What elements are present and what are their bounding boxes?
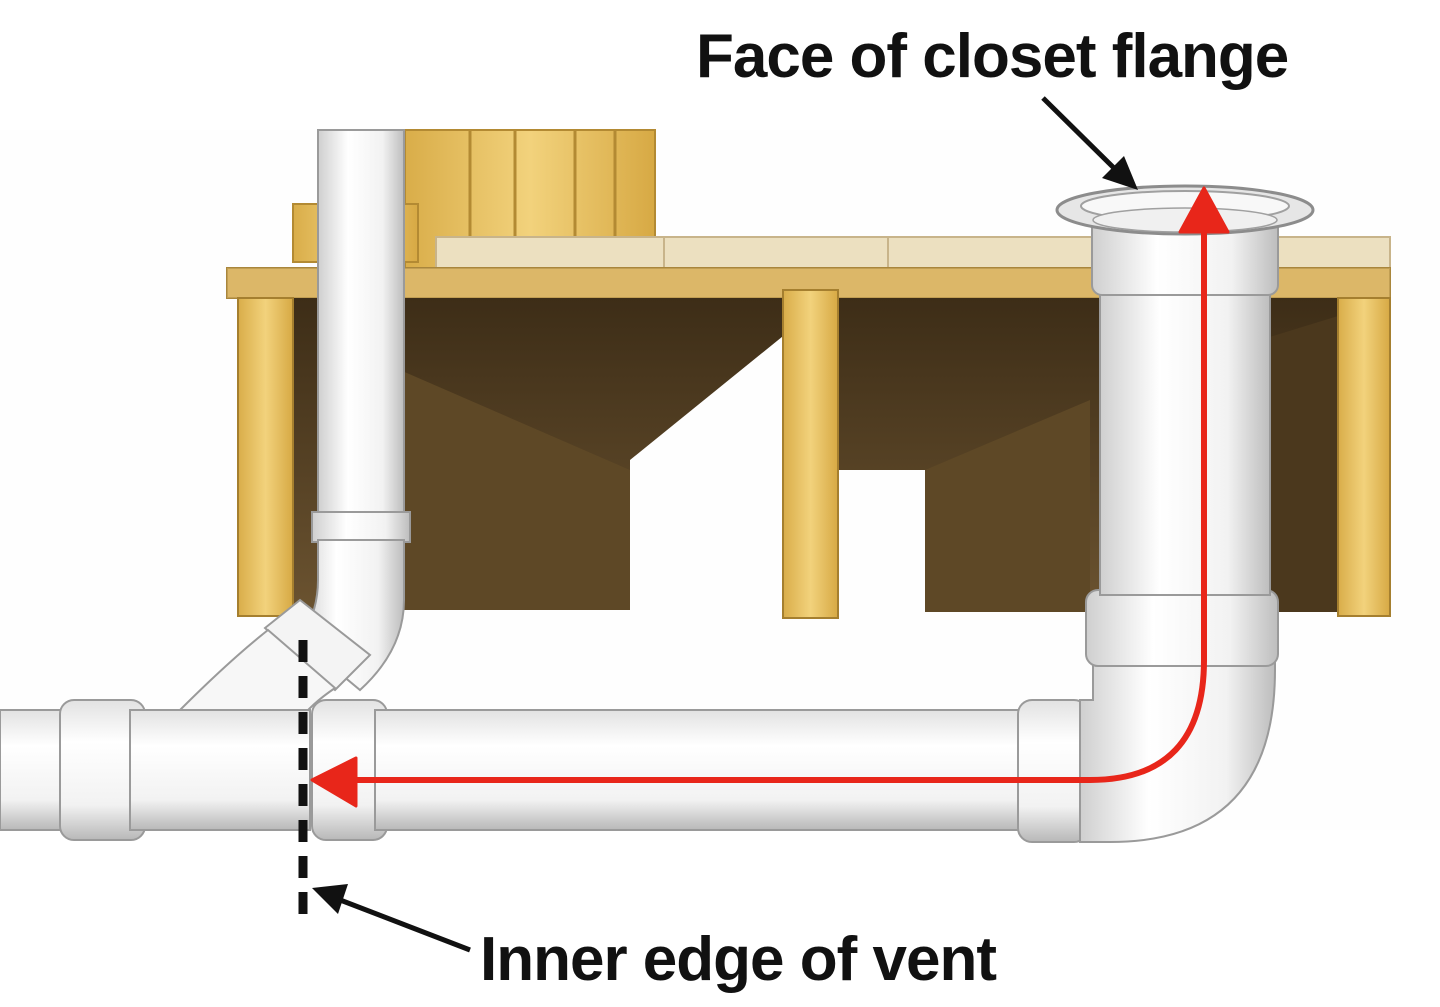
vent-edge-label: Inner edge of vent: [480, 925, 997, 994]
horizontal-drain-pipe: [0, 699, 1089, 843]
leader-arrow-bottom: [312, 884, 471, 953]
arrowhead-up: [1178, 186, 1230, 234]
closet-flange: [1055, 184, 1315, 236]
arrowhead-left: [310, 756, 358, 808]
flange-face-label: Face of closet flange: [696, 22, 1289, 91]
floor-joists: [237, 289, 1391, 619]
measurement-arrow: [310, 186, 1230, 808]
leader-arrow-top: [1041, 96, 1138, 190]
vent-pipe: [177, 129, 411, 722]
